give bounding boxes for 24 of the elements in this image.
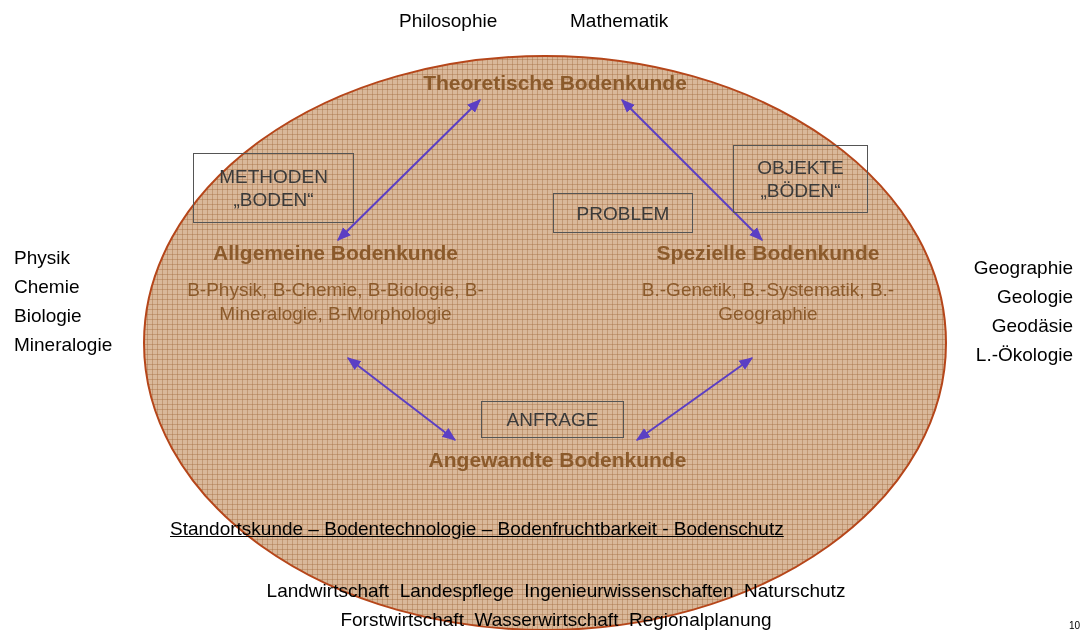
category-box: ANFRAGE — [481, 401, 624, 438]
discipline-label: Mineralogie — [14, 334, 113, 356]
page-number: 10 — [1068, 619, 1080, 630]
double-arrow — [621, 99, 763, 241]
ellipse-area — [143, 55, 947, 630]
double-arrow — [346, 357, 457, 441]
subfield-list: B.-Genetik, B.-Systematik, B.-Geographie — [612, 278, 924, 326]
subfield-list: B-Physik, B-Chemie, B-Biologie, B-Mineralogie, B-Morphologie — [158, 278, 513, 326]
field-heading: Spezielle Bodenkunde — [655, 240, 881, 266]
discipline-label: Philosophie — [399, 10, 498, 32]
category-box: PROBLEM — [553, 193, 693, 233]
discipline-label: Geologie — [996, 286, 1073, 308]
discipline-label: Geographie — [973, 257, 1073, 279]
discipline-label: Biologie — [14, 305, 82, 327]
field-heading: Angewandte Bodenkunde — [390, 440, 725, 480]
discipline-label: L.-Ökologie — [975, 344, 1073, 366]
discipline-label: Geodäsie — [991, 315, 1073, 337]
double-arrow — [635, 357, 754, 441]
discipline-label: Mathematik — [570, 10, 669, 32]
discipline-label: Physik — [14, 247, 70, 269]
discipline-label: Chemie — [14, 276, 80, 298]
field-heading: Allgemeine Bodenkunde — [211, 240, 459, 266]
double-arrow — [337, 99, 481, 241]
field-heading: Theoretische Bodenkunde — [380, 66, 730, 100]
